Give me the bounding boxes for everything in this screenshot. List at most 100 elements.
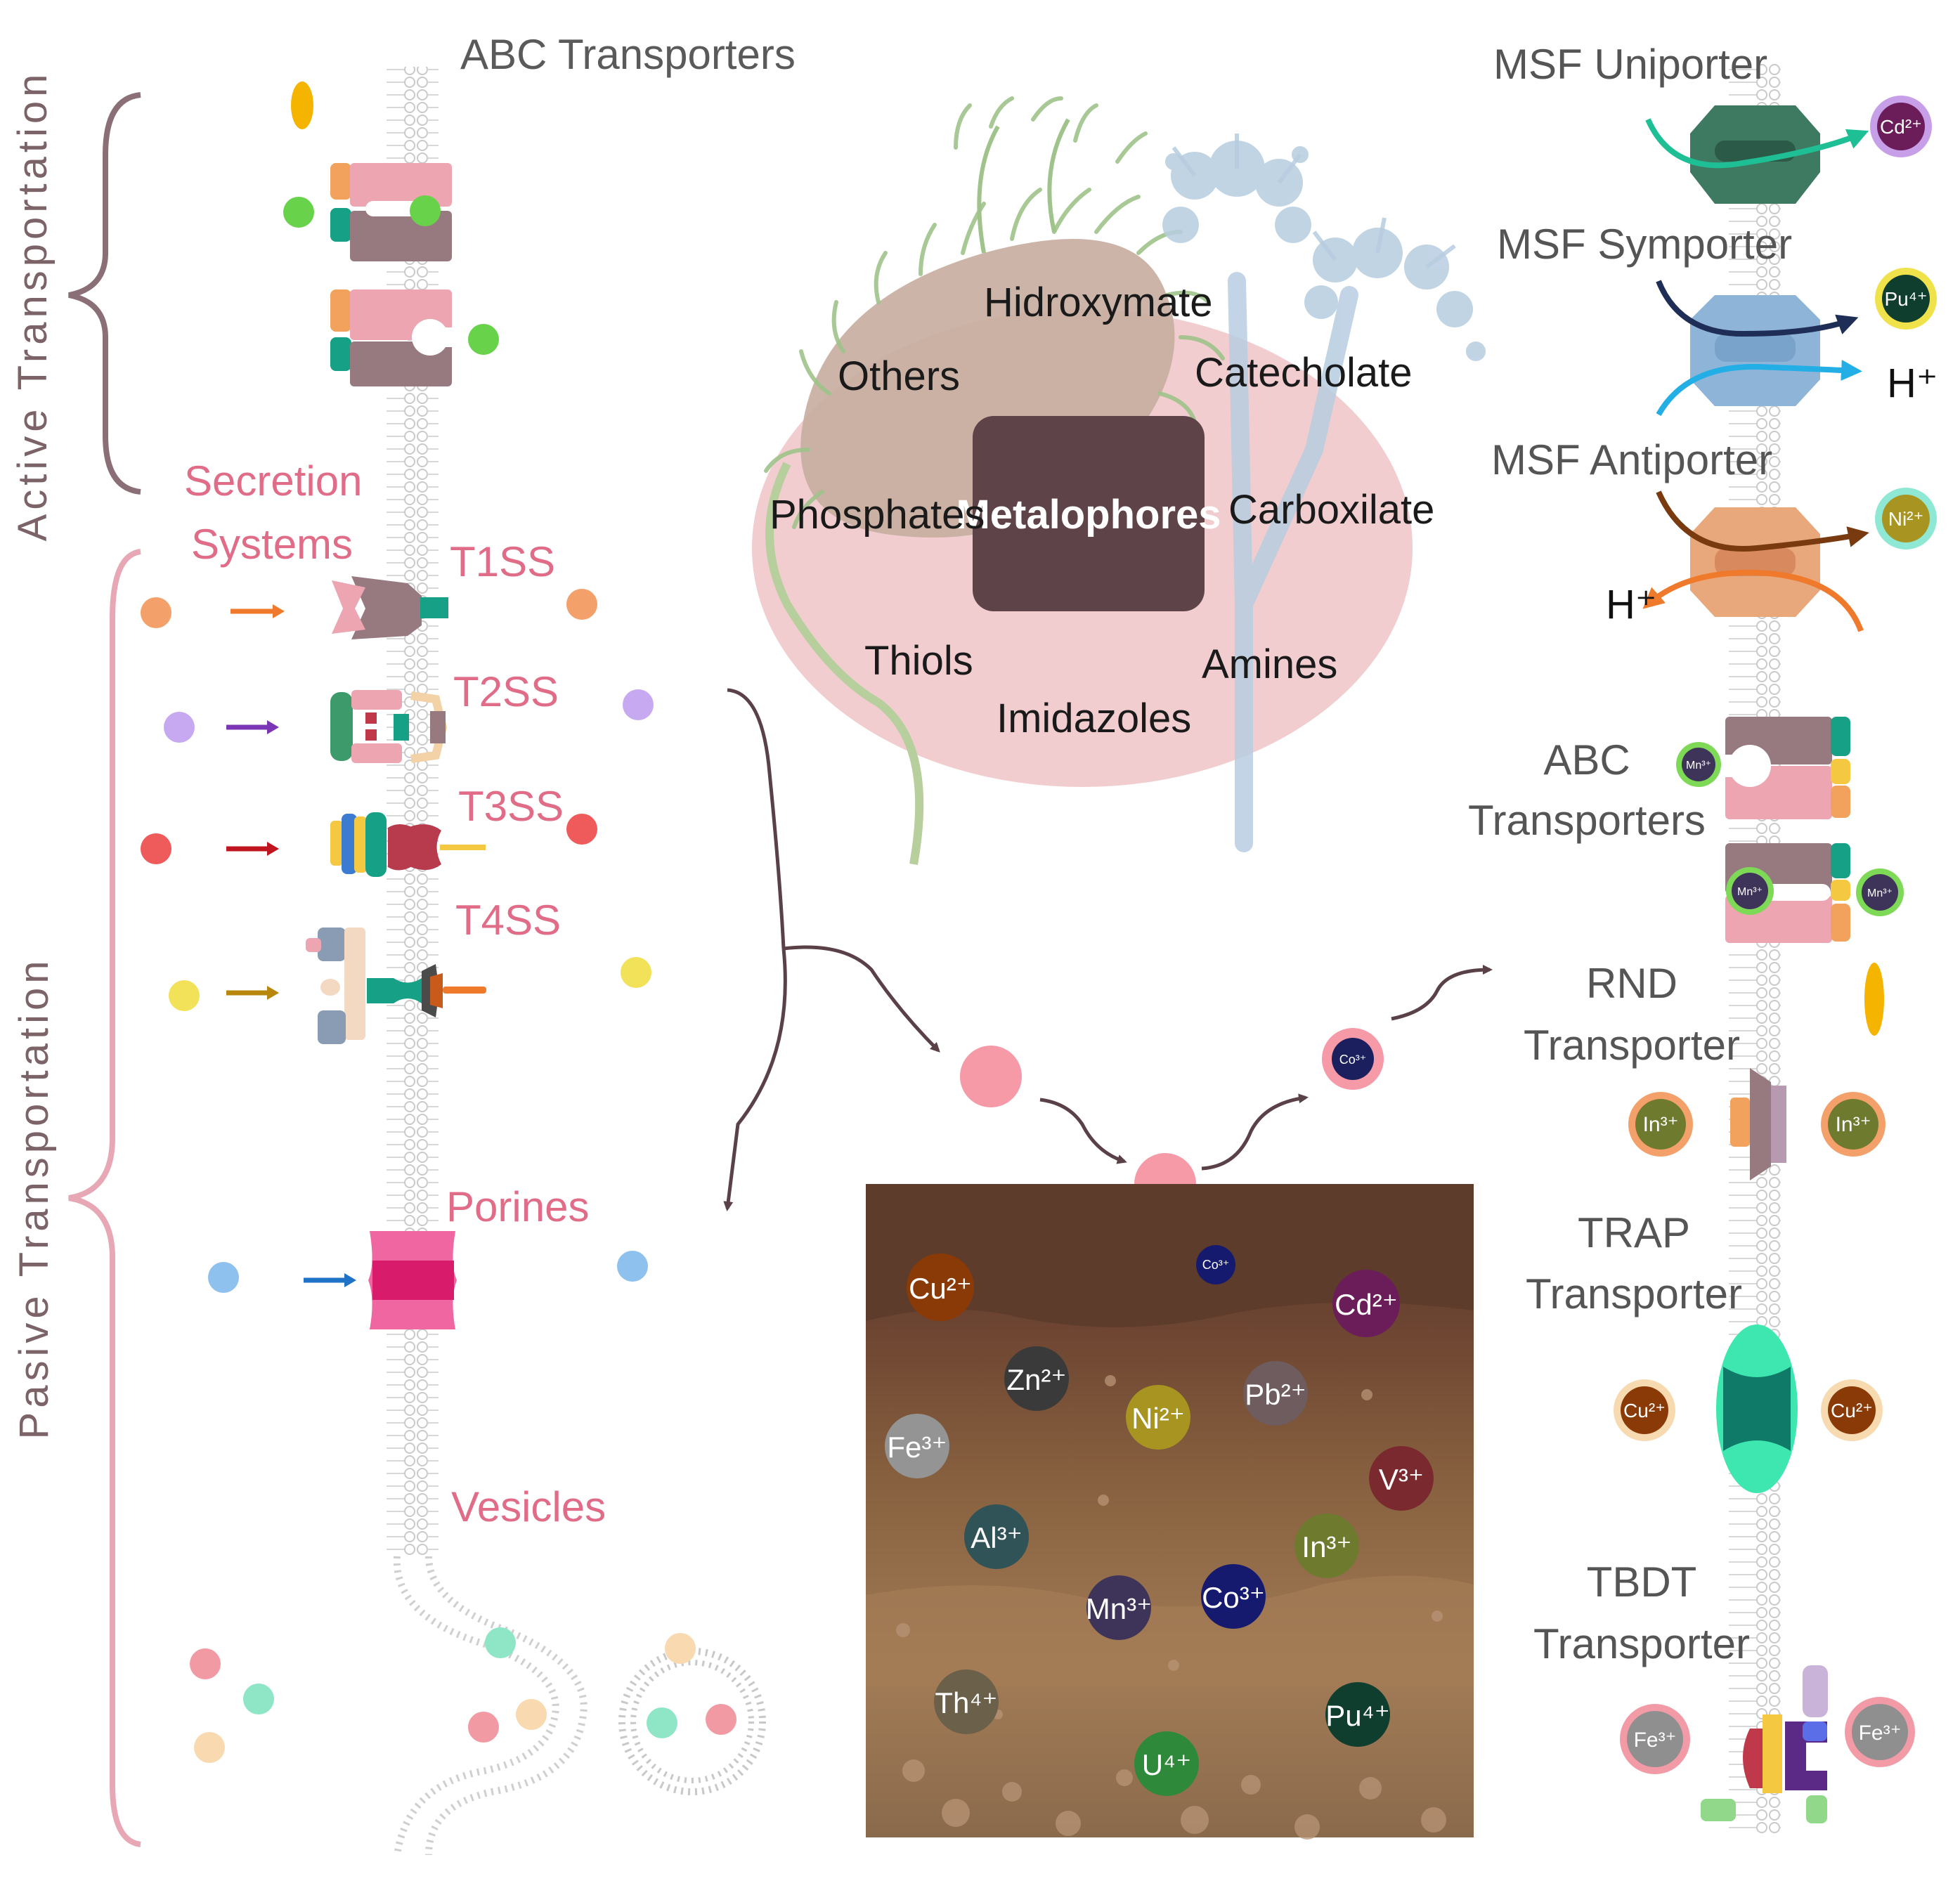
ion-in-right-a: In³⁺ xyxy=(1628,1092,1693,1157)
svg-text:Cu²⁺: Cu²⁺ xyxy=(1623,1400,1666,1421)
ves-ion-pink-2 xyxy=(468,1712,499,1743)
symporter-arrow-proton xyxy=(1656,360,1862,416)
svg-text:Cd²⁺: Cd²⁺ xyxy=(1335,1288,1398,1321)
svg-text:U⁴⁺: U⁴⁺ xyxy=(1142,1748,1192,1781)
left-abc-transporter-2 xyxy=(330,289,458,386)
msf-antiporter-protein xyxy=(1690,507,1820,617)
trap-label-1: TRAP xyxy=(1578,1209,1690,1256)
svg-text:Ni²⁺: Ni²⁺ xyxy=(1131,1402,1185,1435)
svg-text:Mn³⁺: Mn³⁺ xyxy=(1686,760,1711,772)
soil-ion-co-top: Co³⁺ xyxy=(1196,1245,1235,1284)
porin-channel xyxy=(368,1231,457,1329)
ion-blue-out xyxy=(617,1251,648,1282)
msf-symporter-protein xyxy=(1690,295,1820,406)
ves-ion-mint-1 xyxy=(243,1684,274,1714)
phosphates-label: Phosphates xyxy=(770,492,985,538)
ion-yellow-in xyxy=(169,980,200,1011)
t4ss-label: T4SS xyxy=(455,897,561,944)
ion-yellow-left xyxy=(291,82,313,129)
siderophore-free xyxy=(960,1046,1022,1107)
svg-text:Co³⁺: Co³⁺ xyxy=(1339,1053,1367,1067)
ion-cd-right: Cd²⁺ xyxy=(1870,96,1932,157)
active-transport-label: Active Transportation xyxy=(10,70,56,542)
soil-ion-fe: Fe³⁺ xyxy=(885,1414,949,1478)
tbdt-label-2: Transporter xyxy=(1533,1620,1750,1667)
ion-orange-out xyxy=(566,589,597,620)
svg-text:In³⁺: In³⁺ xyxy=(1302,1530,1351,1563)
svg-text:Fe³⁺: Fe³⁺ xyxy=(887,1431,947,1464)
soil-ion-al: Al³⁺ xyxy=(964,1504,1029,1569)
ion-red-in xyxy=(141,833,171,864)
antiporter-arrow-metal xyxy=(1656,490,1869,552)
soil-ion-cd: Cd²⁺ xyxy=(1332,1270,1400,1337)
right-abc-label-2: Transporters xyxy=(1468,797,1706,844)
rnd-transporter-protein xyxy=(1730,1068,1786,1180)
flow-arrows xyxy=(723,688,1493,1211)
ion-mn-right-b: Mn³⁺ xyxy=(1726,867,1774,915)
ion-green-left-2 xyxy=(468,324,499,355)
soil-ion-ni: Ni²⁺ xyxy=(1126,1385,1190,1450)
svg-text:Pu⁴⁺: Pu⁴⁺ xyxy=(1884,288,1927,310)
soil-ion-pu: Pu⁴⁺ xyxy=(1325,1682,1390,1747)
t3ss-label: T3SS xyxy=(458,783,564,830)
svg-text:Co³⁺: Co³⁺ xyxy=(1202,1258,1230,1272)
svg-text:In³⁺: In³⁺ xyxy=(1643,1113,1679,1136)
svg-text:Zn²⁺: Zn²⁺ xyxy=(1006,1363,1066,1396)
soil-ion-zn: Zn²⁺ xyxy=(1004,1346,1069,1411)
ion-cu-right-b: Cu²⁺ xyxy=(1821,1379,1883,1441)
ion-ni-right: Ni²⁺ xyxy=(1875,488,1937,549)
passive-brace xyxy=(68,549,141,1847)
ves-ion-mint-3 xyxy=(647,1707,677,1738)
ion-mn-right-c: Mn³⁺ xyxy=(1856,868,1904,916)
ves-ion-cream-3 xyxy=(665,1633,696,1664)
t4ss-protein xyxy=(306,928,486,1044)
t3ss-protein xyxy=(330,812,486,877)
left-abc-transporter-1 xyxy=(330,163,452,261)
ves-ion-cream-1 xyxy=(194,1732,225,1763)
soil-ion-pb: Pb²⁺ xyxy=(1243,1361,1308,1426)
ion-in-right-b: In³⁺ xyxy=(1821,1092,1886,1157)
imidazoles-label: Imidazoles xyxy=(997,696,1191,741)
thiols-label: Thiols xyxy=(864,638,973,684)
right-abc-label-1: ABC xyxy=(1543,736,1630,783)
left-abc-title: ABC Transporters xyxy=(460,31,796,78)
siderophore-complex: Co³⁺ xyxy=(1322,1028,1384,1090)
secretion-title-2: Systems xyxy=(191,521,353,568)
msf-antiporter-label: MSF Antiporter xyxy=(1491,436,1772,483)
ion-yellow-out xyxy=(621,957,651,988)
ion-red-out xyxy=(566,814,597,845)
active-brace xyxy=(68,92,141,495)
free-vesicle xyxy=(618,1648,766,1795)
ion-yellow-right xyxy=(1864,963,1884,1036)
ion-mn-right-a: Mn³⁺ xyxy=(1676,742,1721,787)
ves-ion-mint-2 xyxy=(485,1627,516,1658)
amines-label: Amines xyxy=(1202,642,1337,687)
svg-text:Ni²⁺: Ni²⁺ xyxy=(1888,508,1924,530)
symporter-arrow-metal xyxy=(1656,280,1859,337)
ves-ion-pink-3 xyxy=(706,1704,736,1735)
catecholate-label: Catecholate xyxy=(1195,350,1413,396)
svg-text:Th⁴⁺: Th⁴⁺ xyxy=(935,1686,997,1719)
trap-transporter-protein xyxy=(1716,1324,1798,1493)
svg-text:Mn³⁺: Mn³⁺ xyxy=(1867,887,1893,899)
svg-text:Fe³⁺: Fe³⁺ xyxy=(1634,1729,1677,1752)
ion-lavender-out xyxy=(623,689,654,720)
svg-text:Co³⁺: Co³⁺ xyxy=(1202,1581,1265,1614)
msf-uniporter-label: MSF Uniporter xyxy=(1493,41,1767,88)
passive-transport-label: Pasive Transportation xyxy=(11,957,57,1440)
rnd-label-2: Transporter xyxy=(1524,1022,1740,1069)
rnd-label-1: RND xyxy=(1586,960,1677,1007)
t2ss-protein xyxy=(330,690,448,763)
soil-ion-cu: Cu²⁺ xyxy=(907,1254,974,1321)
svg-text:Fe³⁺: Fe³⁺ xyxy=(1859,1721,1902,1745)
svg-text:Cd²⁺: Cd²⁺ xyxy=(1880,116,1922,138)
secretion-title-1: Secretion xyxy=(184,457,362,505)
metalophores-box xyxy=(973,416,1205,611)
tbdt-label-1: TBDT xyxy=(1587,1558,1697,1606)
svg-text:Cu²⁺: Cu²⁺ xyxy=(909,1272,972,1305)
svg-text:Mn³⁺: Mn³⁺ xyxy=(1737,886,1763,898)
svg-text:Cu²⁺: Cu²⁺ xyxy=(1831,1400,1873,1421)
h-plus-antiporter: H⁺ xyxy=(1606,582,1657,627)
ion-fe-right-b: Fe³⁺ xyxy=(1845,1697,1915,1767)
